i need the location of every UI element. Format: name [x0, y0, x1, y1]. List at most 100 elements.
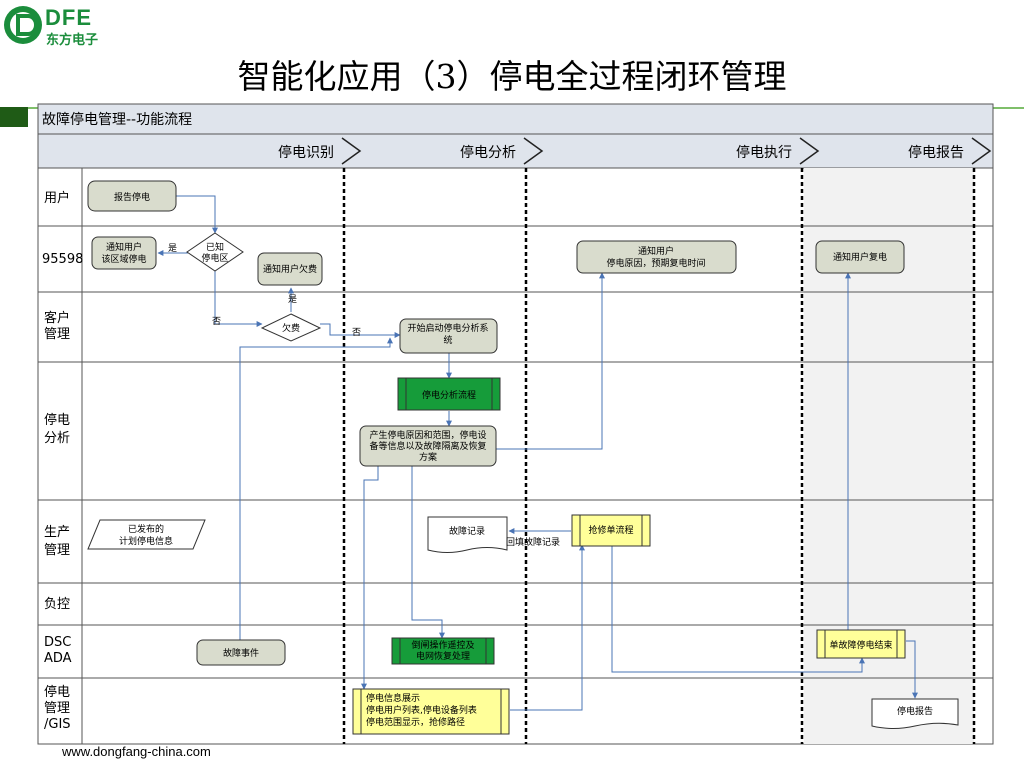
- lane-label: 负控: [44, 597, 70, 612]
- svg-text:通知用户复电: 通知用户复电: [833, 251, 887, 263]
- svg-text:停电报告: 停电报告: [897, 705, 933, 717]
- text-line: 客户: [44, 310, 70, 326]
- dfe-logo: DFE 东方电子: [2, 2, 122, 48]
- phase-label-analyze: 停电分析: [460, 144, 516, 161]
- page-title: 智能化应用（3）停电全过程闭环管理: [237, 57, 787, 96]
- text-line: 管理: [44, 327, 70, 342]
- text-line: 倒闸操作遥控及: [411, 639, 474, 651]
- edge-label-no: 否: [352, 327, 361, 338]
- diagram-header: 故障停电管理--功能流程: [42, 111, 192, 128]
- svg-text:单故障停电结束: 单故障停电结束: [829, 639, 892, 651]
- text-line: 管理: [44, 701, 70, 716]
- svg-text:已发布的计划停电信息: 已发布的计划停电信息: [119, 523, 173, 547]
- title-accent-bar: [0, 107, 28, 127]
- node-produce-info: 产生停电原因和范围，停电设备等信息以及故障隔离及恢复方案: [359, 425, 497, 467]
- svg-text:通知用户该区域停电: 通知用户该区域停电: [101, 241, 146, 265]
- phase-label-report: 停电报告: [908, 144, 964, 161]
- svg-text:开始启动停电分析系统: 开始启动停电分析系统: [407, 322, 488, 346]
- node-notify-area: 通知用户该区域停电: [91, 236, 157, 270]
- text-line: DSC: [44, 635, 71, 650]
- lane-label: 生产管理: [44, 525, 70, 558]
- node-analysis-process: 停电分析流程: [397, 377, 501, 411]
- svg-text:倒闸操作遥控及电网恢复处理: 倒闸操作遥控及电网恢复处理: [411, 639, 474, 662]
- phase-label-execute: 停电执行: [736, 144, 792, 161]
- phase-chevron: [799, 137, 820, 165]
- edge-label-yes: 是: [288, 294, 297, 305]
- edge-label-no: 否: [212, 316, 221, 327]
- text-line: 已知: [206, 241, 224, 253]
- svg-text:报告停电: 报告停电: [114, 191, 150, 203]
- text-line: 停电: [44, 412, 70, 428]
- logo-brand: DFE: [45, 5, 92, 30]
- svg-text:通知用户停电原因，预期复电时间: 通知用户停电原因，预期复电时间: [606, 245, 705, 269]
- svg-text:已知停电区: 已知停电区: [201, 241, 228, 264]
- lane-label: 95598: [42, 252, 83, 267]
- phase-chevrons: [341, 137, 992, 165]
- text-line: 停电: [44, 684, 70, 700]
- edge-label-return-record: 回填故障记录: [506, 536, 560, 548]
- lane-label: 用户: [44, 190, 70, 206]
- svg-text:停电分析流程: 停电分析流程: [422, 389, 476, 401]
- text-line: 开始启动停电分析系: [407, 322, 488, 334]
- text-line: /GIS: [44, 717, 71, 732]
- text-line: 通知用户: [638, 245, 674, 257]
- text-line: 统: [443, 334, 452, 346]
- text-line: ADA: [44, 651, 72, 666]
- text-line: 方案: [419, 451, 437, 463]
- svg-text:抢修单流程: 抢修单流程: [588, 524, 633, 536]
- text-line: 通知用户: [106, 241, 142, 253]
- phase-chevron: [971, 137, 992, 165]
- phase-separators: [342, 168, 976, 744]
- svg-text:停电信息展示停电用户列表,停电设备列表停电范围显示，抢修路径: 停电信息展示停电用户列表,停电设备列表停电范围显示，抢修路径: [366, 692, 477, 728]
- node-report-outage: 报告停电: [87, 180, 177, 212]
- lane-label: 客户管理: [44, 310, 70, 342]
- logo-mark-icon: [4, 6, 42, 44]
- node-isolation: 倒闸操作遥控及电网恢复处理: [391, 637, 495, 665]
- lane-lines: [38, 168, 993, 744]
- node-repair-process: 抢修单流程: [571, 514, 651, 547]
- logo-subtitle: 东方电子: [46, 33, 99, 48]
- text-line: 管理: [44, 543, 70, 558]
- text-line: 停电原因，预期复电时间: [606, 257, 705, 269]
- decision-arrears: 欠费: [260, 313, 322, 342]
- diagram-header-band: [37, 103, 994, 135]
- lane-label: 停电管理/GIS: [44, 684, 71, 732]
- node-gis-display: 停电信息展示停电用户列表,停电设备列表停电范围显示，抢修路径: [352, 688, 510, 735]
- edge-label-yes: 是: [168, 243, 177, 254]
- text-line: 停电用户列表,停电设备列表: [366, 704, 477, 716]
- connectors: [157, 195, 918, 711]
- phase-chevron: [523, 137, 544, 165]
- svg-text:产生停电原因和范围，停电设备等信息以及故障隔离及恢复方案: 产生停电原因和范围，停电设备等信息以及故障隔离及恢复方案: [369, 429, 486, 463]
- text-line: 生产: [44, 525, 70, 540]
- text-line: 停电区: [201, 252, 228, 264]
- decision-known-outage: 已知停电区: [186, 232, 244, 272]
- node-notify-arrears: 通知用户欠费: [257, 252, 323, 286]
- text-line: 停电范围显示，抢修路径: [366, 716, 465, 728]
- node-notify-restore: 通知用户复电: [815, 240, 905, 274]
- text-line: 电网恢复处理: [416, 650, 470, 662]
- svg-text:欠费: 欠费: [282, 322, 300, 334]
- phase-row: [37, 133, 994, 169]
- node-notify-cause: 通知用户停电原因，预期复电时间: [576, 240, 737, 274]
- node-start-analysis: 开始启动停电分析系统: [399, 318, 498, 354]
- text-line: 产生停电原因和范围，停电设: [369, 429, 486, 441]
- footer-url[interactable]: www.dongfang-china.com: [62, 744, 211, 759]
- text-line: 已发布的: [128, 523, 164, 535]
- node-outage-end: 单故障停电结束: [816, 629, 906, 659]
- node-fault-record: 故障记录: [427, 516, 508, 553]
- lane-label: 停电分析: [44, 412, 70, 446]
- text-line: 停电信息展示: [366, 692, 420, 704]
- svg-text:故障事件: 故障事件: [223, 647, 259, 659]
- text-line: 分析: [44, 431, 70, 446]
- node-planned-outage: 已发布的计划停电信息: [87, 519, 206, 550]
- phase-chevron: [341, 137, 362, 165]
- phase-label-identify: 停电识别: [278, 144, 334, 161]
- text-line: 备等信息以及故障隔离及恢复: [369, 440, 486, 452]
- node-outage-report: 停电报告: [871, 698, 959, 729]
- text-line: 计划停电信息: [119, 535, 173, 547]
- node-fault-event: 故障事件: [196, 639, 286, 666]
- svg-text:故障记录: 故障记录: [449, 525, 485, 537]
